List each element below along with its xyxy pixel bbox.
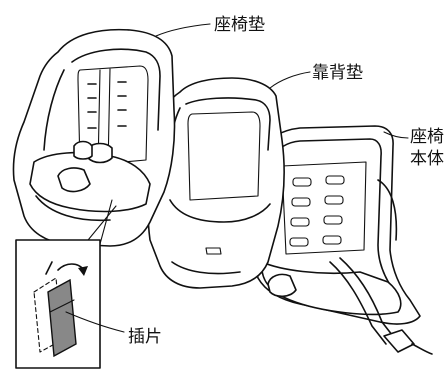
label-seat-body-line1: 座椅 <box>410 127 444 147</box>
seat-body-illustration <box>248 125 433 355</box>
label-insert-tab: 插片 <box>128 327 162 347</box>
leader-insert-tab <box>65 311 125 333</box>
label-backrest-pad: 靠背垫 <box>312 63 363 83</box>
belt-slots <box>289 175 345 247</box>
label-seat-body-line2: 本体 <box>410 149 444 169</box>
label-seat-pad: 座椅垫 <box>214 15 265 35</box>
insert-tab-detail-inset <box>15 199 117 369</box>
leader-backrest-pad <box>269 71 311 89</box>
seat-pad-illustration <box>12 28 176 247</box>
leader-seat-body <box>383 131 409 139</box>
leader-seat-pad <box>155 23 211 37</box>
pad-slots <box>87 81 127 129</box>
